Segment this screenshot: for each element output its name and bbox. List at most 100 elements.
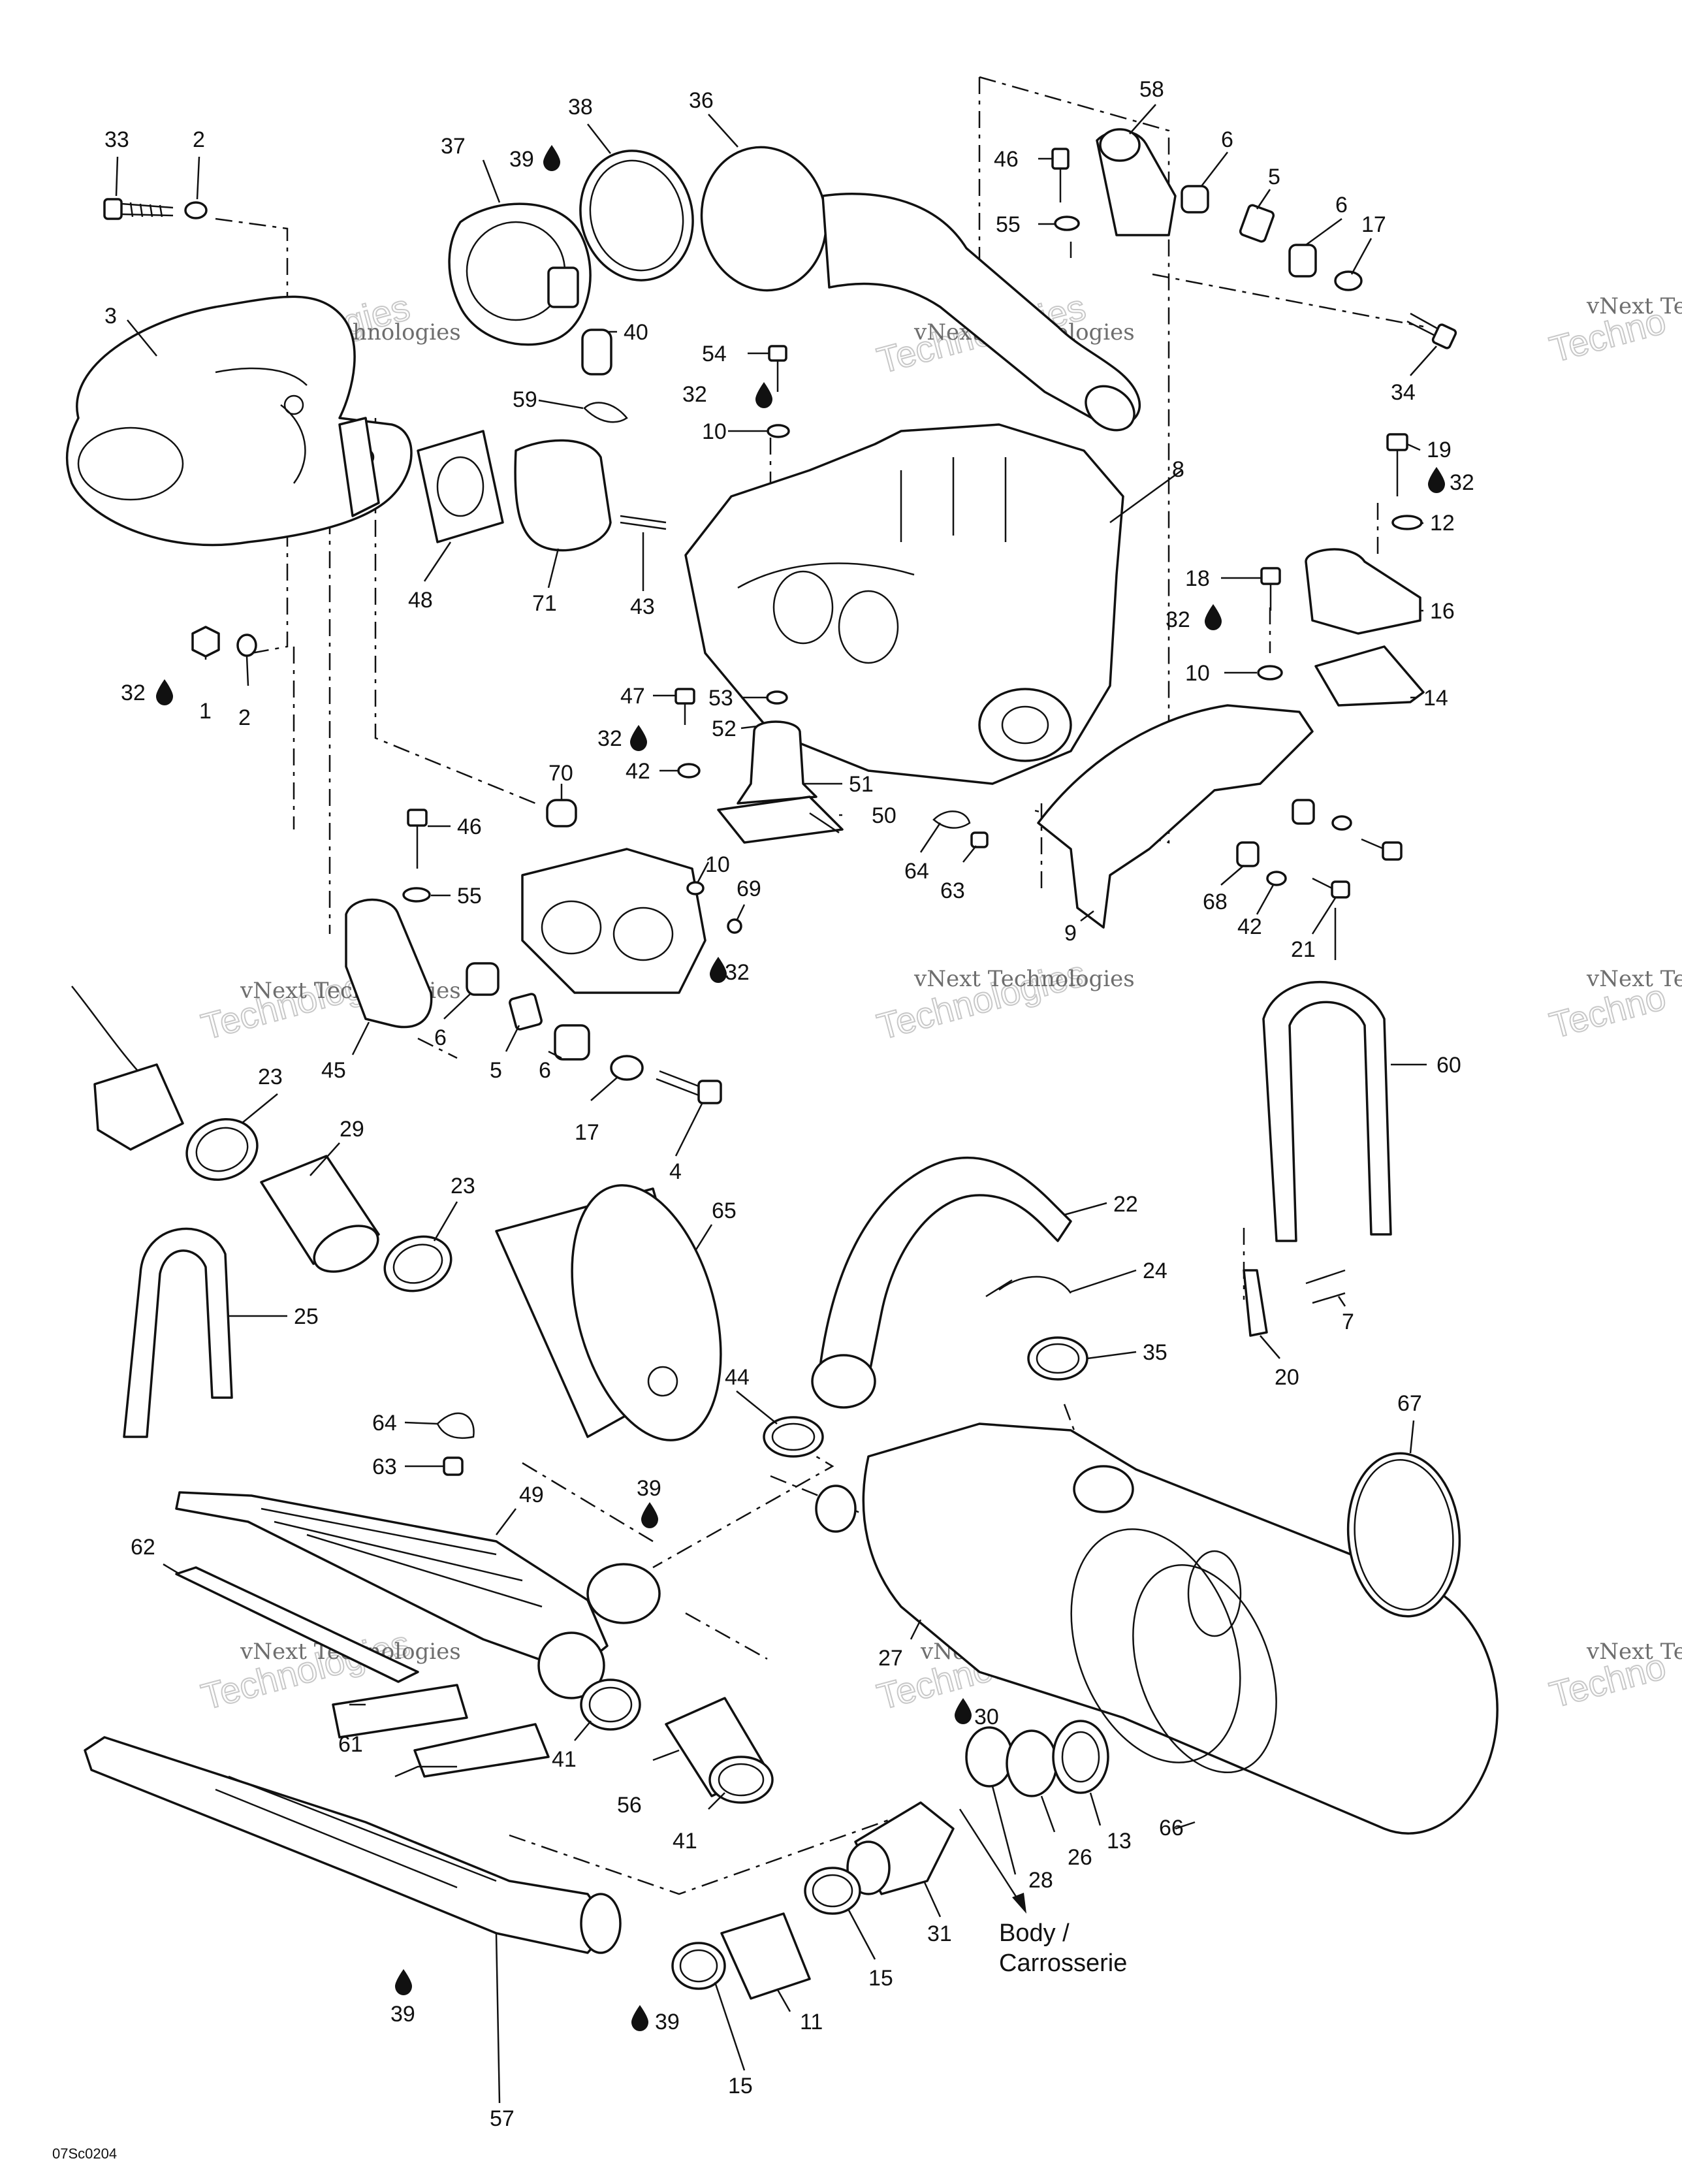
callout-label: 58 <box>1139 77 1164 102</box>
stud-part-43 <box>620 515 667 530</box>
callout-label: 31 <box>927 1921 952 1946</box>
callout-label: 19 <box>1427 438 1452 462</box>
callout-label: 64 <box>904 859 929 884</box>
gasket-part-48 <box>417 430 504 543</box>
callout-label: 63 <box>940 878 965 903</box>
bracket-part-45 <box>345 898 433 1029</box>
callout-label: 67 <box>1397 1391 1422 1416</box>
callout-label: 70 <box>548 761 573 786</box>
drop-icon <box>710 957 727 983</box>
callout-label: 62 <box>131 1535 155 1560</box>
body-label-line2: Carrosserie <box>999 1950 1127 1977</box>
callout-label: 23 <box>258 1065 283 1089</box>
callout-label: 15 <box>728 2074 753 2098</box>
callout-label: 23 <box>451 1174 475 1198</box>
screw-part-46b <box>407 809 428 827</box>
drop-icon <box>1428 467 1445 493</box>
callout-label: 17 <box>575 1120 599 1145</box>
callout-label: 52 <box>712 716 737 741</box>
sleeve-part-40 <box>581 329 612 376</box>
spacer-part-68 <box>1236 841 1260 867</box>
spacer-part-6b <box>1288 244 1317 278</box>
callout-label: 26 <box>1068 1845 1092 1870</box>
callout-label: 34 <box>1391 380 1416 405</box>
washer-part-10c <box>686 881 705 895</box>
callout-label: 27 <box>878 1646 903 1671</box>
bolt-part-33 <box>103 198 174 220</box>
ring-part-26 <box>1006 1729 1058 1797</box>
washer-part-17 <box>1334 270 1363 291</box>
washer-part-53 <box>766 690 788 705</box>
callout-label: 40 <box>624 320 648 345</box>
washer-part-17b <box>610 1055 644 1081</box>
callout-label: 41 <box>552 1747 577 1772</box>
callout-label: 32 <box>1450 470 1474 495</box>
resonator-part-65 <box>495 1184 722 1441</box>
callout-label: 6 <box>1335 193 1348 217</box>
callout-label: 10 <box>1185 661 1210 686</box>
washer-part-12 <box>1391 515 1423 530</box>
clip-part-59 <box>583 402 628 423</box>
tailpipe-part-49 <box>175 1491 661 1699</box>
callout-label: 6 <box>1221 127 1233 152</box>
washer-part-10b <box>1257 665 1283 681</box>
leader-lines <box>115 104 1437 2104</box>
callout-label: 6 <box>539 1058 551 1083</box>
spacer-part-6 <box>1181 185 1209 214</box>
callout-labels: 33 2 38 36 58 37 39 46 6 5 6 17 55 3 40 … <box>104 77 1474 2131</box>
pad-part-62 <box>175 1566 419 1683</box>
callout-label: 61 <box>338 1732 363 1757</box>
hose-part <box>93 1063 184 1151</box>
strap-part-25 <box>123 1227 233 1438</box>
callout-label: 68 <box>1203 890 1228 914</box>
screw-part-63 <box>970 831 989 848</box>
drawing-code: 07Sc0204 <box>52 2145 117 2162</box>
pad-part-61b <box>413 1723 550 1778</box>
bolt-part-54 <box>768 345 787 362</box>
callout-label: 24 <box>1143 1259 1167 1283</box>
callout-label: 48 <box>408 588 433 613</box>
callout-label: 35 <box>1143 1340 1167 1365</box>
bolt-part-18 <box>1260 567 1281 585</box>
drop-icon <box>755 382 772 408</box>
callout-label: 32 <box>597 726 622 751</box>
muffler-inlet <box>815 1485 857 1533</box>
callout-label: 32 <box>682 382 707 407</box>
shim-part-14 <box>1314 645 1425 707</box>
callout-label: 32 <box>725 960 750 985</box>
callout-label: 28 <box>1028 1868 1053 1893</box>
callout-label: 15 <box>868 1966 893 1991</box>
callout-label: 50 <box>872 803 897 828</box>
callout-label: 33 <box>104 127 129 152</box>
drop-icon <box>395 1969 412 1995</box>
callout-label: 71 <box>532 591 557 616</box>
callout-label: 39 <box>655 2010 680 2034</box>
callout-label: 13 <box>1107 1829 1132 1854</box>
callout-label: 44 <box>725 1365 750 1390</box>
washer-part-42b <box>1266 871 1287 886</box>
gasket-part-38 <box>579 150 694 281</box>
exhaust-pipe-part-3 <box>65 295 413 547</box>
manifold-part-71 <box>514 439 612 552</box>
spacer-part-68b <box>1292 799 1315 825</box>
callout-label: 69 <box>737 876 761 901</box>
callout-label: 51 <box>849 772 874 797</box>
callout-label: 36 <box>689 88 714 113</box>
washer-part-55b <box>402 887 431 903</box>
callout-label: 5 <box>1268 165 1280 189</box>
callout-label: 20 <box>1275 1365 1299 1390</box>
watermark-small: vNext Technologies <box>913 966 1135 992</box>
engine-mount-part-51 <box>737 720 817 805</box>
callout-label: 46 <box>457 814 482 839</box>
body-arrow <box>959 1808 1020 1901</box>
watermark-edge-small: vNext Tec <box>1586 966 1682 992</box>
callout-label: 16 <box>1430 599 1455 624</box>
watermark-edge-small: vNext Tec <box>1586 1639 1682 1665</box>
drop-icon <box>1205 604 1222 630</box>
callout-label: 1 <box>199 699 212 724</box>
callout-label: 2 <box>238 705 251 730</box>
callout-label: 41 <box>673 1829 697 1854</box>
spacer-part-6c <box>466 962 500 996</box>
callout-label: 6 <box>434 1025 447 1050</box>
